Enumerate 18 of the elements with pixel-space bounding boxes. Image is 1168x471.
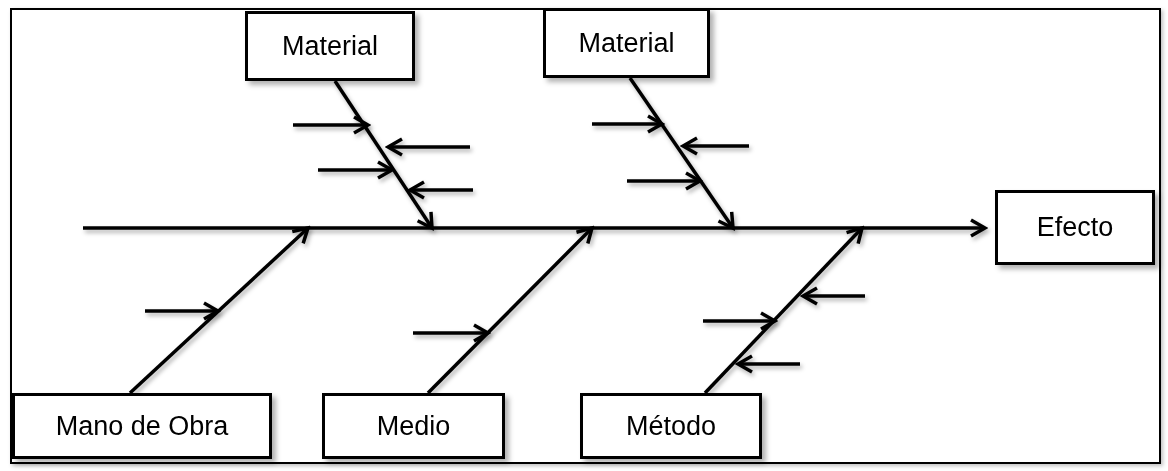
category-box: [245, 11, 415, 81]
bone-arrow: [703, 226, 864, 395]
category-box: [322, 393, 505, 459]
category-box: [12, 393, 272, 459]
category-box: [995, 190, 1155, 265]
category-label: Método: [625, 410, 717, 442]
category-label: Mano de Obra: [55, 410, 229, 442]
category-box: [543, 8, 710, 78]
spine-arrow: [83, 218, 987, 238]
category-label: Material: [282, 30, 378, 62]
category-label: Material: [578, 27, 675, 59]
category-box: [580, 393, 762, 459]
category-label: Efecto: [1036, 212, 1114, 243]
bone-arrow: [628, 77, 735, 230]
bone-arrow: [128, 226, 310, 395]
bone-arrow: [426, 226, 594, 395]
bone-arrow: [333, 80, 434, 230]
category-label: Medio: [376, 410, 451, 442]
